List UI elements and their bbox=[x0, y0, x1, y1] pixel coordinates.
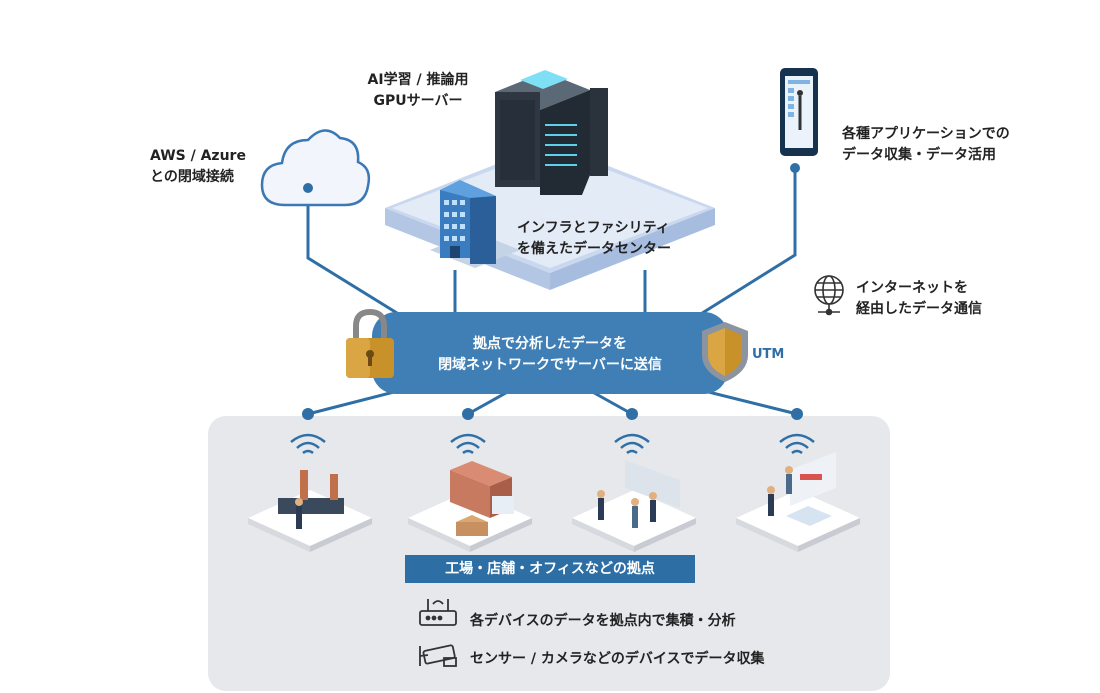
shield-icon bbox=[702, 322, 748, 382]
wifi-icon bbox=[614, 433, 650, 455]
site-dots bbox=[302, 408, 803, 420]
sites-area bbox=[208, 416, 890, 691]
network-bus bbox=[372, 312, 728, 394]
datacenter-label: インフラとファシリティ を備えたデータセンター bbox=[517, 220, 671, 257]
sites-banner: 工場・店舗・オフィスなどの拠点 bbox=[405, 555, 695, 583]
camera-icon bbox=[419, 644, 457, 667]
cloud-icon bbox=[260, 129, 371, 207]
legend-camera-text: センサー / カメラなどのデバイスでデータ収集 bbox=[470, 651, 765, 667]
router-icon bbox=[419, 599, 457, 626]
server-rack-icon bbox=[495, 70, 608, 195]
legend-router-text: 各デバイスのデータを拠点内で集積・分析 bbox=[470, 613, 736, 629]
utm-label: UTM bbox=[752, 347, 785, 362]
building-icon bbox=[430, 180, 520, 268]
site-office bbox=[572, 460, 696, 552]
smartphone-icon bbox=[780, 68, 818, 173]
wifi-icon bbox=[450, 433, 486, 455]
internet-label: インターネットを 経由したデータ通信 bbox=[856, 280, 982, 317]
site-factory bbox=[248, 470, 372, 552]
globe-icon bbox=[814, 275, 844, 316]
padlock-icon bbox=[346, 308, 394, 378]
apps-label: 各種アプリケーションでの データ収集・データ活用 bbox=[842, 126, 1010, 163]
aws-label: AWS / Azure との閉域接続 bbox=[150, 148, 246, 185]
wifi-icon bbox=[290, 433, 326, 455]
site-store bbox=[736, 452, 860, 552]
gpu-server-label: AI学習 / 推論用 GPUサーバー bbox=[367, 72, 469, 109]
network-bus-label: 拠点で分析したデータを 閉域ネットワークでサーバーに送信 bbox=[438, 336, 662, 373]
wifi-icon bbox=[779, 433, 815, 455]
site-logistics bbox=[408, 461, 532, 552]
